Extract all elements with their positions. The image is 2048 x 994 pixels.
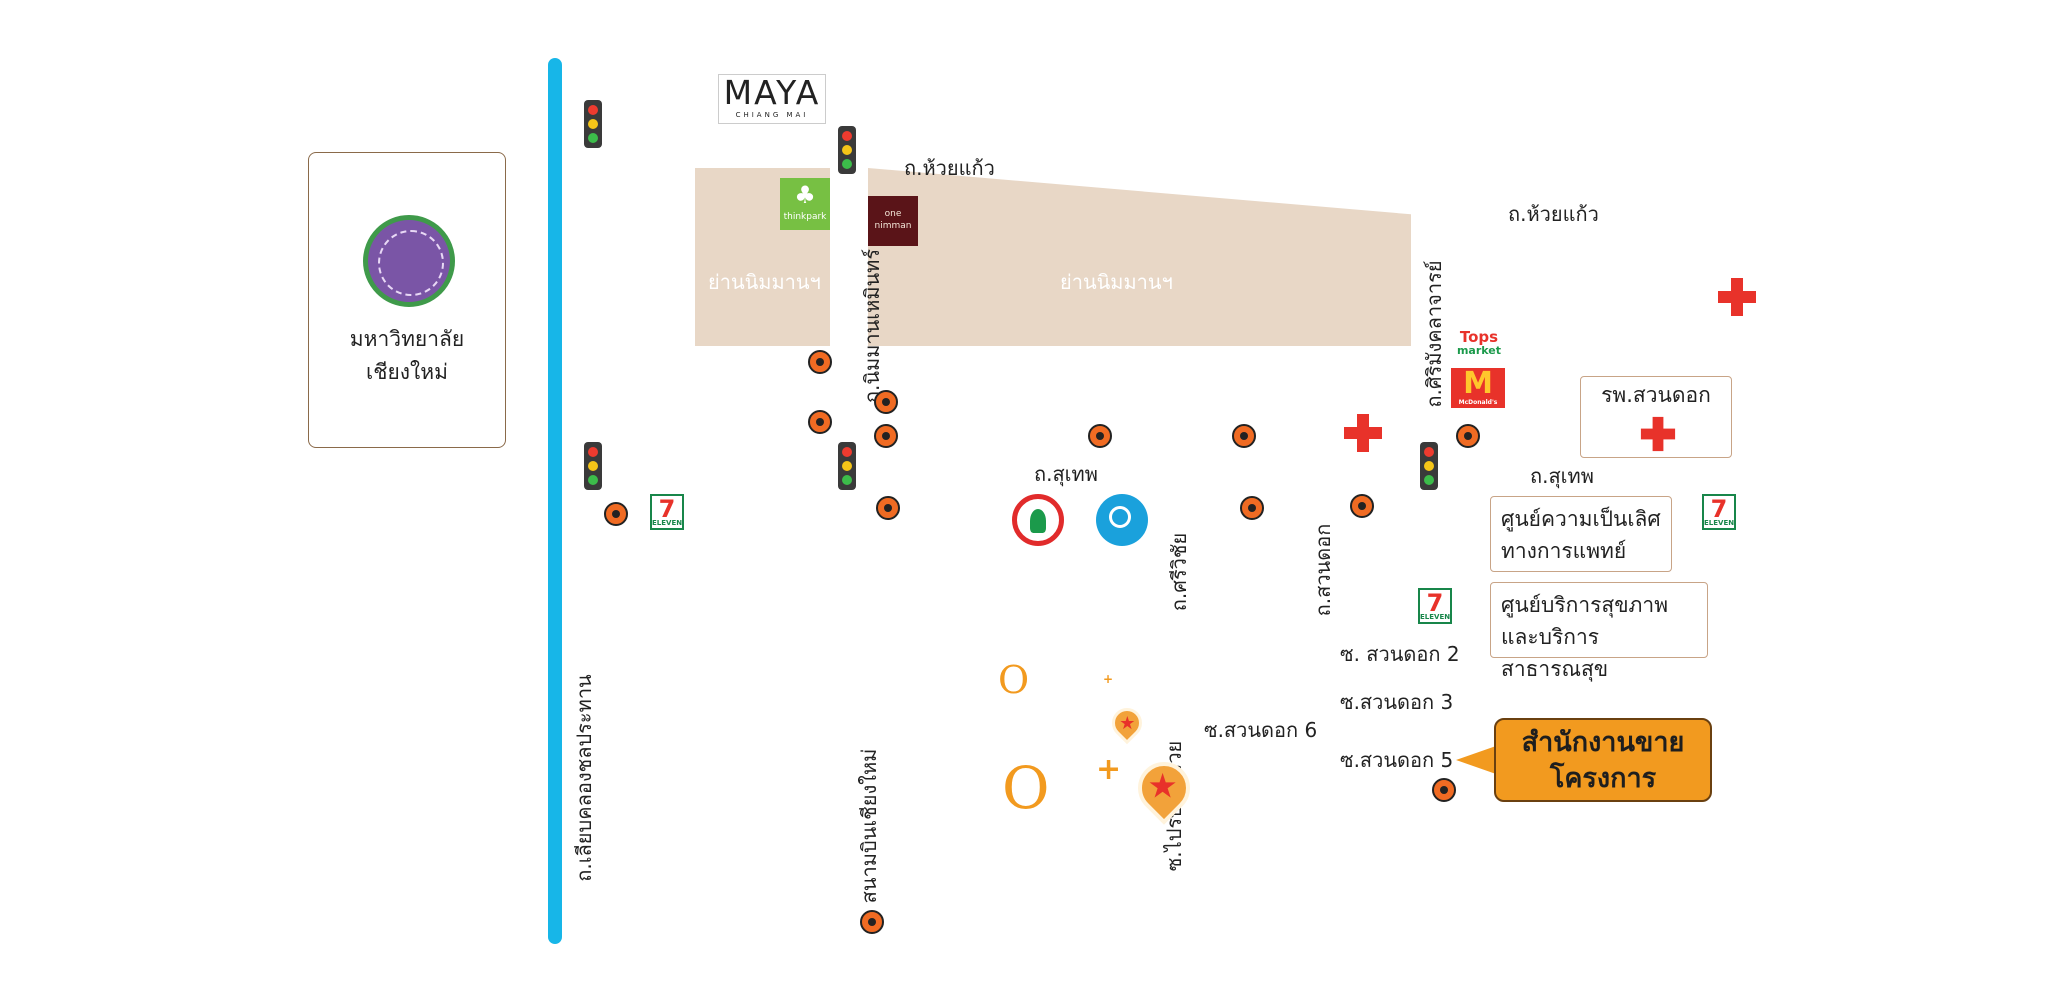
star-pin-icon [1105,701,1149,745]
traffic-light-icon [838,442,856,490]
road-label-soi-suan-dok-6: ซ.สวนดอก 6 [1204,718,1318,742]
think-park-logo: ♣ thinkpark [780,178,830,230]
location-dot-icon [874,390,898,414]
road-label-huay-kaew-top: ถ.ห้วยแก้ว [904,156,995,180]
location-dot-icon [1232,424,1256,448]
location-dot-icon [1432,778,1456,802]
main-road-khlong-chonlaprathan [548,58,562,944]
cmu-logo-icon [363,215,455,307]
road-label-suthep-right: ถ.สุเทพ [1530,464,1594,488]
nimman-zone-left-label: ย่านนิมมานฯ [708,270,821,294]
location-dot-icon [808,350,832,374]
red-cross-icon [1344,414,1382,452]
maya-mall-logo: MAYA CHIANG MAI [718,74,826,124]
health-service-center-box: ศูนย์บริการสุขภาพ และบริการสาธารณสุข [1490,582,1708,681]
red-cross-icon [1640,416,1676,452]
plus-icon: + [1096,752,1122,787]
traffic-light-icon [584,100,602,148]
road-label-sriwichai: ถ.ศรีวิชัย [1167,532,1191,612]
location-dot-icon [874,424,898,448]
plus-icon: + [1103,672,1114,686]
location-dot-icon [808,410,832,434]
road-label-suthep-center: ถ.สุเทพ [1034,462,1098,486]
tops-market-logo: Tops market [1456,328,1502,358]
location-dot-icon [860,910,884,934]
one-nimman-logo: one nimman [868,196,918,246]
road-label-sriwangkalajarn: ถ.ศิริมังคลาจารย์ [1422,260,1446,408]
road-label-soi-suan-dok-5: ซ.สวนดอก 5 [1340,748,1454,772]
sales-office-callout: สำนักงานขาย โครงการ [1494,718,1712,802]
mcdonalds-logo: M McDonald's [1451,368,1505,408]
traffic-light-icon [838,126,856,174]
traffic-light-icon [584,442,602,490]
nimman-zone-right-label: ย่านนิมมานฯ [1060,270,1173,294]
orange-o-icon: O [1002,754,1050,822]
road-label-airport: สนามบินเชียงใหม่ [857,748,881,904]
orange-o-icon: O [998,658,1030,702]
road-label-soi-suan-dok-3: ซ.สวนดอก 3 [1340,690,1454,714]
tree-icon: ♣ [794,181,816,209]
location-dot-icon [1456,424,1480,448]
university-name: มหาวิทยาลัยเชียงใหม่ [349,327,465,384]
location-dot-icon [604,502,628,526]
road-label-soi-suan-dok-2: ซ. สวนดอก 2 [1340,642,1460,666]
road-label-khlong-chonlaprathan: ถ.เลียบคลองชลประทาน [572,674,596,882]
road-label-huay-kaew-right: ถ.ห้วยแก้ว [1508,202,1599,226]
nimman-zone-right [868,168,1411,346]
traffic-light-icon [1420,442,1438,490]
location-dot-icon [876,496,900,520]
red-cross-icon [1718,278,1756,316]
kasikorn-bank-icon [1012,494,1064,546]
university-card: มหาวิทยาลัยเชียงใหม่ [308,152,506,448]
location-dot-icon [1088,424,1112,448]
sales-office-pointer [1456,746,1496,774]
hospital-suan-dok-box: รพ.สวนดอก [1580,376,1732,458]
location-dot-icon [1350,494,1374,518]
medical-excellence-center-box: ศูนย์ความเป็นเลิศ ทางการแพทย์ [1490,496,1672,572]
hospital-suan-dok-label: รพ.สวนดอก [1601,383,1711,407]
road-label-suan-dok: ถ.สวนดอก [1311,523,1335,617]
krungthai-bank-icon [1096,494,1148,546]
location-dot-icon [1240,496,1264,520]
